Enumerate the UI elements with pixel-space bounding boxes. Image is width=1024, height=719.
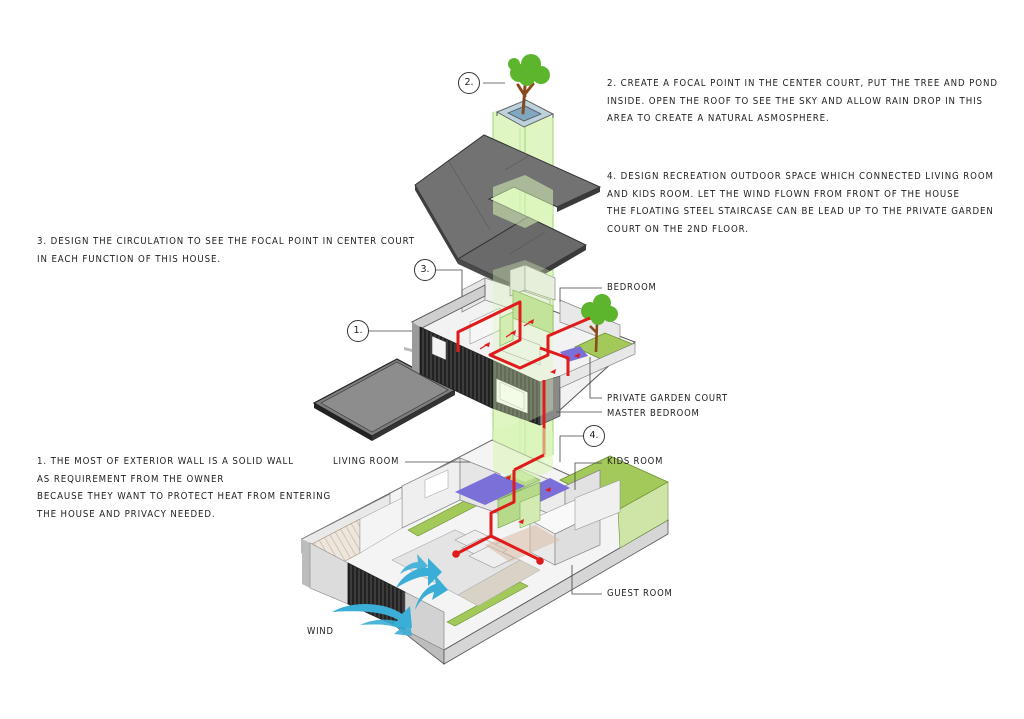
marker-2: 2. (458, 72, 480, 94)
marker-3: 3. (414, 259, 436, 281)
label-kids-room: KIDS ROOM (607, 456, 664, 467)
label-wind: WIND (307, 626, 334, 637)
ground-floor-volume (301, 420, 670, 665)
note-exterior-wall: 1. THE MOST OF EXTERIOR WALL IS A SOLID … (37, 456, 332, 520)
label-guest-room: GUEST ROOM (607, 588, 673, 599)
center-court-tree (495, 54, 555, 128)
label-living-room: LIVING ROOM (333, 456, 400, 467)
leader-lines (368, 82, 602, 595)
note-recreation-space: 4. DESIGN RECREATION OUTDOOR SPACE WHICH… (607, 171, 994, 235)
note-circulation: 3. DESIGN THE CIRCULATION TO SEE THE FOC… (37, 236, 415, 265)
second-floor-volume (404, 260, 637, 455)
label-bedroom: BEDROOM (607, 282, 657, 293)
marker-4: 4. (583, 425, 605, 447)
marker-1: 1. (347, 320, 369, 342)
floating-slab (312, 358, 457, 441)
roof-slab (414, 134, 602, 291)
label-private-garden-court: PRIVATE GARDEN COURT (607, 393, 728, 404)
label-master-bedroom: MASTER BEDROOM (607, 408, 700, 419)
note-focal-point: 2. CREATE A FOCAL POINT IN THE CENTER CO… (607, 78, 998, 124)
wind-arrows (332, 554, 448, 636)
